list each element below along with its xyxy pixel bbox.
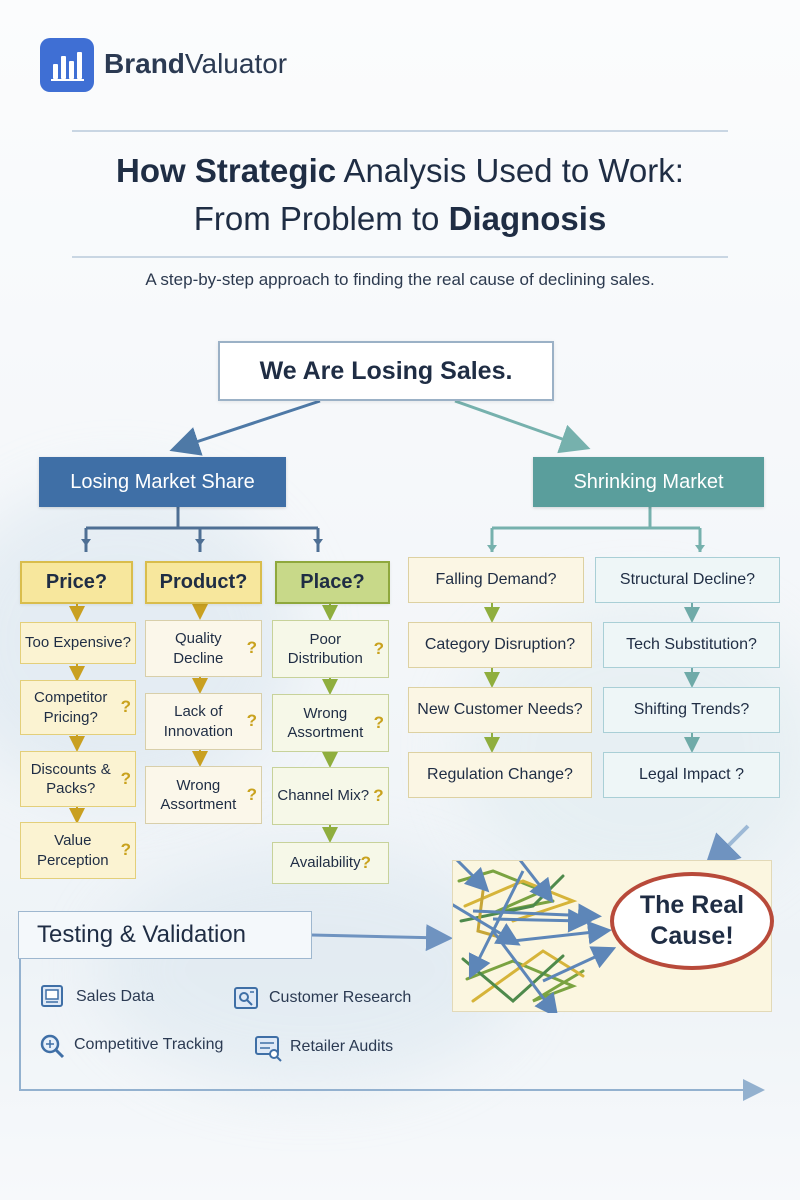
place-item: Poor Distribution? bbox=[272, 620, 389, 678]
magnifier-icon bbox=[38, 1032, 65, 1059]
tool-retailer-audits: Retailer Audits bbox=[254, 1034, 393, 1062]
market-item: New Customer Needs? bbox=[408, 687, 592, 733]
losing-market-share-box: Losing Market Share bbox=[39, 457, 286, 507]
page-subtitle: A step-by-step approach to finding the r… bbox=[145, 270, 655, 289]
customer-research-icon bbox=[233, 985, 259, 1011]
price-item: Discounts & Packs? ? bbox=[20, 751, 136, 807]
tool-sales-data: Sales Data bbox=[40, 984, 154, 1010]
market-item: Tech Substitution? bbox=[603, 622, 780, 668]
place-item: Availability? bbox=[272, 842, 389, 884]
price-item: Competitor Pricing? ? bbox=[20, 680, 136, 735]
market-item: Category Disruption? bbox=[408, 622, 592, 668]
product-item: Quality Decline? bbox=[145, 620, 262, 677]
testing-validation-box: Testing & Validation bbox=[18, 911, 312, 959]
price-item: Too Expensive? bbox=[20, 622, 136, 664]
market-item: Falling Demand? bbox=[408, 557, 584, 603]
tangled-arrows bbox=[453, 861, 617, 1013]
market-item: Legal Impact ? bbox=[603, 752, 780, 798]
market-item: Structural Decline? bbox=[595, 557, 780, 603]
place-category: Place? bbox=[275, 561, 390, 604]
place-item: Wrong Assortment? bbox=[272, 694, 389, 752]
tool-competitive-tracking: Competitive Tracking bbox=[38, 1032, 223, 1059]
retailer-audit-icon bbox=[254, 1034, 282, 1062]
product-item: Wrong Assortment? bbox=[145, 766, 262, 824]
divider bbox=[72, 130, 728, 132]
price-item: Value Perception? bbox=[20, 822, 136, 879]
page-title-line1: How Strategic Analysis Used to Work: bbox=[116, 152, 684, 189]
market-item: Regulation Change? bbox=[408, 752, 592, 798]
brand-name: BrandValuator bbox=[104, 48, 288, 79]
divider bbox=[72, 256, 728, 258]
market-item: Shifting Trends? bbox=[603, 687, 780, 733]
price-category: Price? bbox=[20, 561, 133, 604]
shrinking-market-box: Shrinking Market bbox=[533, 457, 764, 507]
sales-data-icon bbox=[40, 984, 66, 1010]
root-problem-box: We Are Losing Sales. bbox=[218, 341, 554, 401]
product-item: Lack of Innovation? bbox=[145, 693, 262, 750]
bar-chart-icon bbox=[51, 52, 84, 81]
page-title-line2: From Problem to Diagnosis bbox=[193, 200, 607, 237]
product-category: Product? bbox=[145, 561, 262, 604]
tool-customer-research: Customer Research bbox=[233, 985, 411, 1011]
logo bbox=[40, 38, 94, 92]
place-item: Channel Mix? ? bbox=[272, 767, 389, 825]
